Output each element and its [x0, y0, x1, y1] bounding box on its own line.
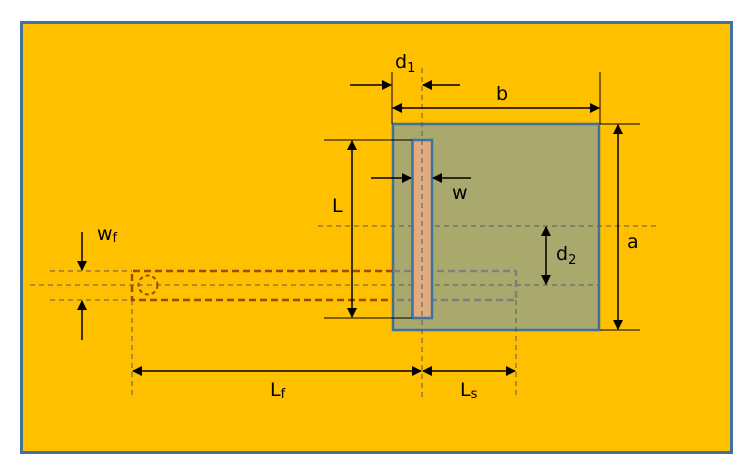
label-wf: wf	[97, 223, 118, 246]
label-b: b	[496, 83, 508, 105]
label-lf: Lf	[270, 379, 286, 402]
label-d1: d1	[395, 51, 415, 76]
label-a: a	[627, 231, 639, 253]
label-w: w	[452, 182, 468, 204]
slot	[411, 138, 434, 320]
microstrip-feed-line	[130, 269, 393, 302]
label-d2: d2	[556, 243, 576, 268]
microstrip-feed-line-under-ground	[393, 269, 518, 302]
label-l: L	[332, 195, 343, 217]
substrate	[20, 21, 733, 454]
label-ls: Ls	[460, 379, 478, 402]
feed-port-icon	[137, 274, 159, 296]
